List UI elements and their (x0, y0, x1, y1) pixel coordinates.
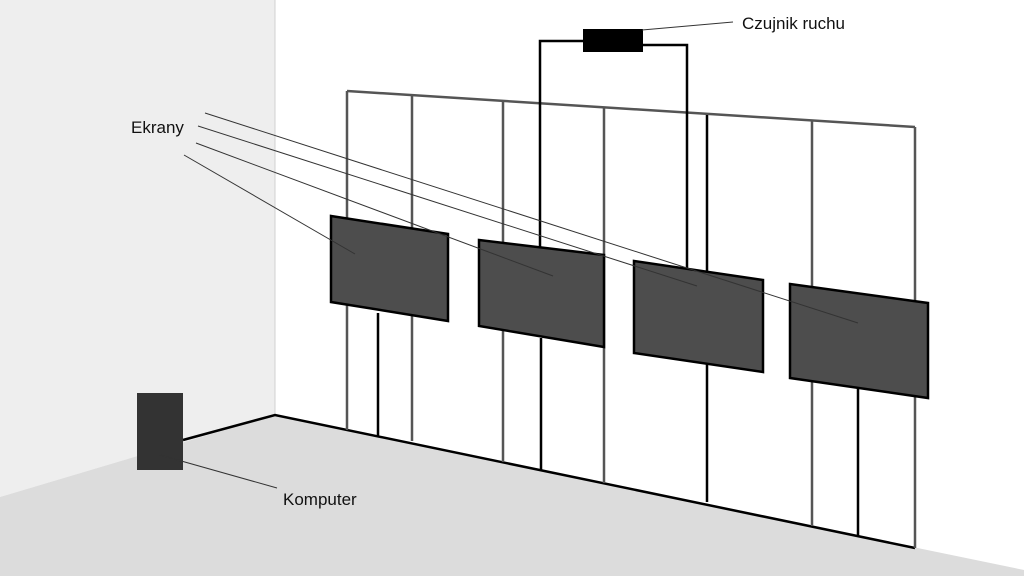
floor-edge-line (182, 413, 916, 550)
screen (788, 282, 930, 400)
label-motion-sensor: Czujnik ruchu (742, 14, 845, 33)
sensor-cable (538, 39, 584, 248)
motion-sensor (583, 29, 643, 52)
label-computer: Komputer (283, 490, 357, 509)
leader-line-computer (159, 454, 278, 489)
floor (0, 415, 1024, 576)
left-wall (0, 0, 275, 497)
leader-line-sensor (641, 21, 734, 31)
leader-line-screen (204, 112, 859, 324)
leader-line-screen (195, 142, 554, 277)
leader-line-screen (197, 125, 698, 287)
sensor-cable (642, 43, 689, 268)
screen (329, 214, 450, 323)
screen (632, 259, 765, 374)
screen (477, 238, 606, 349)
label-screens: Ekrany (131, 118, 184, 137)
leader-line-screen (183, 154, 356, 255)
leader-lines (159, 21, 859, 489)
computer (137, 393, 183, 470)
frame-top-rail (346, 89, 916, 129)
